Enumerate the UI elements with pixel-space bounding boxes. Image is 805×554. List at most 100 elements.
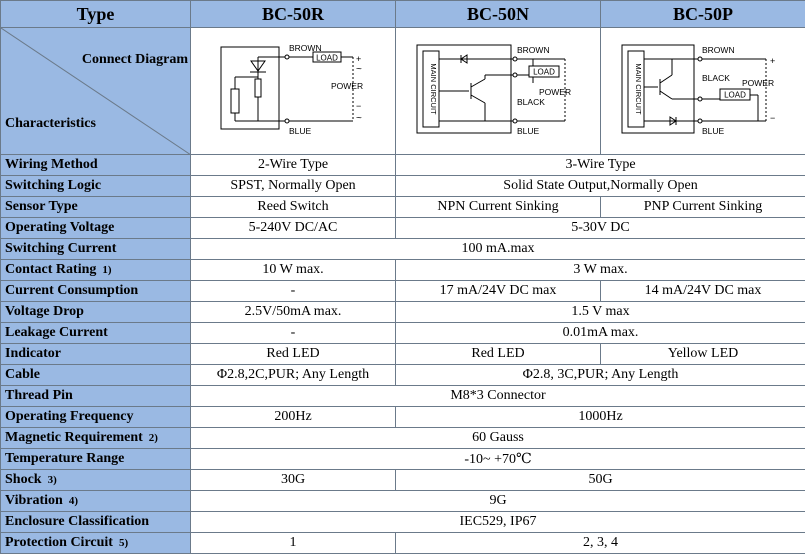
value-bc50r: 2-Wire Type	[190, 154, 396, 176]
row-label: Voltage Drop	[0, 301, 191, 323]
row-label: Switching Current	[0, 238, 191, 260]
row-voltage-drop: Voltage Drop 2.5V/50mA max. 1.5 V max	[0, 301, 805, 323]
brown-wire-label: BROWN	[517, 45, 550, 55]
npn-diagram: MAIN CIRCUIT LOAD	[416, 44, 571, 136]
power-label: POWER	[331, 81, 363, 91]
blue-wire-label: BLUE	[702, 126, 725, 136]
value-bc50p: 14 mA/24V DC max	[600, 280, 805, 302]
row-label: Shock 3)	[0, 469, 191, 491]
header-row: Type BC-50R BC-50N BC-50P	[0, 0, 805, 28]
value-bc50r: 1	[190, 532, 396, 554]
value-all: M8*3 Connector	[190, 385, 805, 407]
row-label: Cable	[0, 364, 191, 386]
row-label: Operating Voltage	[0, 217, 191, 239]
brown-wire-label: BROWN	[289, 43, 322, 53]
value-bc50r: 10 W max.	[190, 259, 396, 281]
row-label: Current Consumption	[0, 280, 191, 302]
diagram-bc50n: MAIN CIRCUIT LOAD	[395, 27, 601, 155]
value-bc50np: Solid State Output,Normally Open	[395, 175, 805, 197]
value-all: 60 Gauss	[190, 427, 805, 449]
blue-wire-label: BLUE	[517, 126, 540, 136]
value-bc50np: 50G	[395, 469, 805, 491]
row-temperature-range: Temperature Range -10~ +70℃	[0, 448, 805, 470]
row-label-text: Shock	[5, 472, 42, 487]
value-bc50r: -	[190, 280, 396, 302]
value-bc50r: -	[190, 322, 396, 344]
row-sensor-type: Sensor Type Reed Switch NPN Current Sink…	[0, 196, 805, 218]
diagram-row-label: Connect Diagram Characteristics	[0, 27, 191, 155]
plus-label: +	[770, 56, 775, 66]
row-current-consumption: Current Consumption - 17 mA/24V DC max 1…	[0, 280, 805, 302]
value-bc50n: 17 mA/24V DC max	[395, 280, 601, 302]
value-bc50n: Red LED	[395, 343, 601, 365]
row-indicator: Indicator Red LED Red LED Yellow LED	[0, 343, 805, 365]
value-bc50r: 200Hz	[190, 406, 396, 428]
row-wiring-method: Wiring Method 2-Wire Type 3-Wire Type	[0, 154, 805, 176]
footnote-marker: 1)	[102, 264, 112, 276]
row-label: Operating Frequency	[0, 406, 191, 428]
row-label: Enclosure Classification	[0, 511, 191, 533]
value-bc50r: 2.5V/50mA max.	[190, 301, 396, 323]
tilde-label: ~	[356, 64, 362, 75]
value-bc50r: Red LED	[190, 343, 396, 365]
row-operating-voltage: Operating Voltage 5-240V DC/AC 5-30V DC	[0, 217, 805, 239]
row-magnetic-requirement: Magnetic Requirement 2) 60 Gauss	[0, 427, 805, 449]
value-bc50r: SPST, Normally Open	[190, 175, 396, 197]
model-bc50r-header: BC-50R	[190, 0, 396, 28]
row-label: Protection Circuit 5)	[0, 532, 191, 554]
row-switching-current: Switching Current 100 mA.max	[0, 238, 805, 260]
footnote-marker: 2)	[148, 432, 158, 444]
power-label: POWER	[742, 78, 774, 88]
power-label: POWER	[539, 87, 571, 97]
value-bc50np: 3 W max.	[395, 259, 805, 281]
blue-wire-label: BLUE	[289, 126, 312, 136]
row-label: Magnetic Requirement 2)	[0, 427, 191, 449]
row-leakage-current: Leakage Current - 0.01mA max.	[0, 322, 805, 344]
row-thread-pin: Thread Pin M8*3 Connector	[0, 385, 805, 407]
row-label: Indicator	[0, 343, 191, 365]
connect-diagram-label: Connect Diagram	[81, 52, 188, 67]
value-bc50np: 5-30V DC	[395, 217, 805, 239]
row-enclosure-classification: Enclosure Classification IEC529, IP67	[0, 511, 805, 533]
load-label: LOAD	[533, 67, 555, 76]
value-bc50np: Φ2.8, 3C,PUR; Any Length	[395, 364, 805, 386]
row-label: Temperature Range	[0, 448, 191, 470]
minus-label: −	[770, 113, 775, 123]
row-label-text: Protection Circuit	[5, 535, 113, 550]
value-bc50n: NPN Current Sinking	[395, 196, 601, 218]
reed-switch-diagram: LOAD BROWN BLUE POWER + ~ − ~	[220, 43, 363, 136]
black-wire-label: BLACK	[702, 73, 730, 83]
load-label: LOAD	[724, 90, 746, 99]
row-operating-frequency: Operating Frequency 200Hz 1000Hz	[0, 406, 805, 428]
value-bc50np: 2, 3, 4	[395, 532, 805, 554]
row-switching-logic: Switching Logic SPST, Normally Open Soli…	[0, 175, 805, 197]
black-wire-label: BLACK	[517, 97, 545, 107]
tilde-label: ~	[356, 113, 362, 124]
value-all: 9G	[190, 490, 805, 512]
diagram-bc50r: LOAD BROWN BLUE POWER + ~ − ~	[190, 27, 396, 155]
row-cable: Cable Φ2.8,2C,PUR; Any Length Φ2.8, 3C,P…	[0, 364, 805, 386]
value-all: IEC529, IP67	[190, 511, 805, 533]
type-header: Type	[0, 0, 191, 28]
row-label: Sensor Type	[0, 196, 191, 218]
diagram-row: Connect Diagram Characteristics	[0, 27, 805, 155]
row-label-text: Magnetic Requirement	[5, 430, 143, 445]
main-circuit-label: MAIN CIRCUIT	[429, 63, 438, 115]
value-bc50p: Yellow LED	[600, 343, 805, 365]
footnote-marker: 5)	[118, 537, 129, 549]
value-bc50np: 0.01mA max.	[395, 322, 805, 344]
value-bc50r: 30G	[190, 469, 396, 491]
row-label: Switching Logic	[0, 175, 191, 197]
value-bc50r: Reed Switch	[190, 196, 396, 218]
footnote-marker: 3)	[47, 474, 57, 486]
brown-wire-label: BROWN	[702, 45, 735, 55]
value-bc50p: PNP Current Sinking	[600, 196, 805, 218]
value-all: 100 mA.max	[190, 238, 805, 260]
row-shock: Shock 3) 30G 50G	[0, 469, 805, 491]
value-bc50np: 1000Hz	[395, 406, 805, 428]
